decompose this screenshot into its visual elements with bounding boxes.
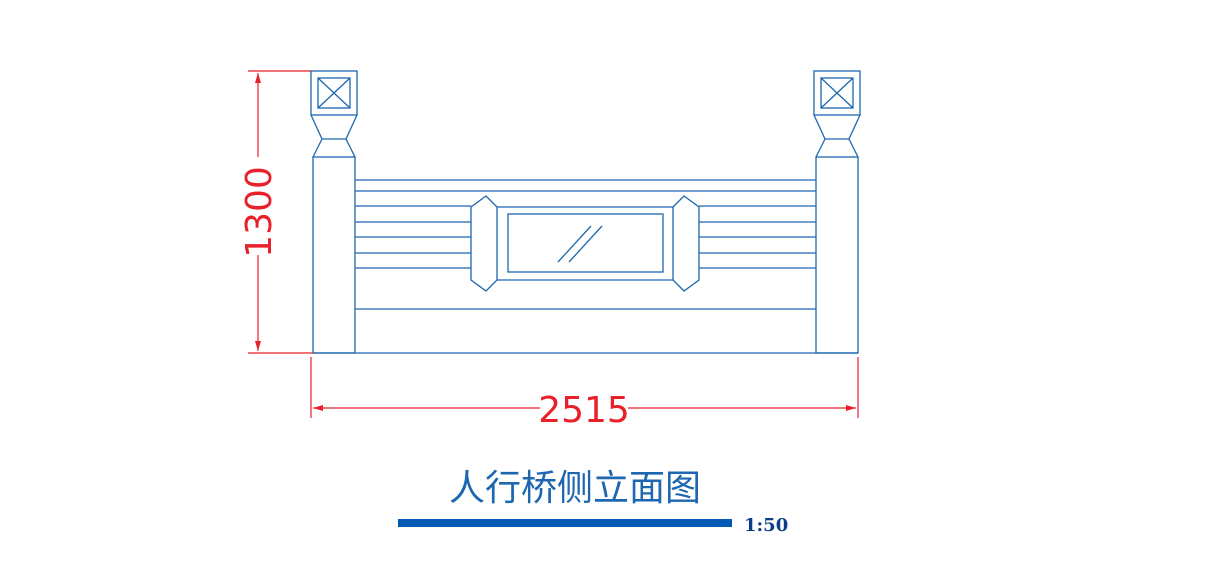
title-underline-bar [398,519,732,527]
height-dimension-label: 1300 [239,166,280,258]
drawing-title: 人行桥侧立面图 [449,468,701,509]
left-post [310,70,358,354]
rails [313,179,858,354]
width-dimension-label: 2515 [538,390,630,431]
height-dimension [248,70,313,354]
width-dimension [310,357,859,418]
right-post [813,70,861,354]
center-panel [470,195,700,292]
scale-label: 1:50 [744,515,788,536]
